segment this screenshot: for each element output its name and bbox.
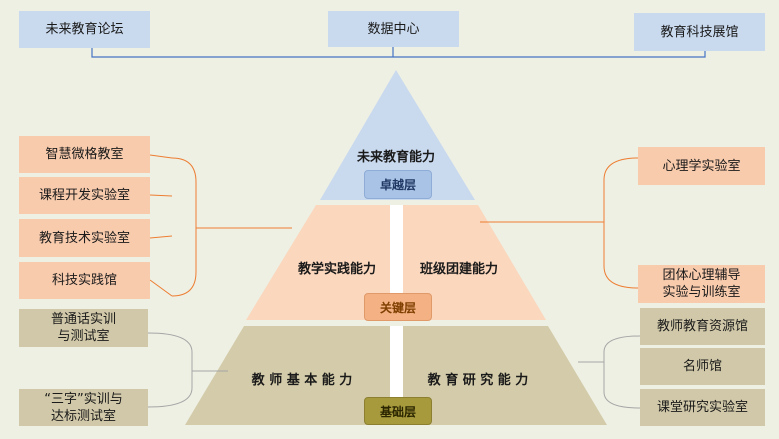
pyramid-top-layer xyxy=(320,70,475,200)
left-orange-connector xyxy=(149,154,292,297)
top-box-future-forum: 未来教育论坛 xyxy=(19,11,150,48)
right-box-group-counseling-lab: 团体心理辅导 实验与训练室 xyxy=(638,265,765,303)
pyramid-divider-middle xyxy=(390,205,403,320)
left-box-calligraphy-room: “三字”实训与 达标测试室 xyxy=(19,389,148,426)
right-orange-connector xyxy=(480,157,639,289)
right-gray-connector xyxy=(578,335,641,409)
badge-foundation-layer: 基础层 xyxy=(364,397,432,425)
left-box-micro-teaching-room: 智慧微格教室 xyxy=(19,136,150,173)
pyramid-top-title: 未来教育能力 xyxy=(356,150,435,165)
badge-excellence-layer: 卓越层 xyxy=(364,170,432,199)
top-connector xyxy=(91,47,706,58)
pyramid-middle-right-label: 班级团建能力 xyxy=(419,262,498,277)
pyramid-bottom-left-label: 教 师 基 本 能 力 xyxy=(251,373,353,388)
right-box-master-teacher-hall: 名师馆 xyxy=(640,348,765,385)
right-box-psychology-lab: 心理学实验室 xyxy=(638,147,765,185)
top-box-data-center: 数据中心 xyxy=(328,11,459,47)
left-box-curriculum-lab: 课程开发实验室 xyxy=(19,177,150,214)
left-box-edtech-lab: 教育技术实验室 xyxy=(19,219,150,257)
top-box-edtech-hall: 教育科技展馆 xyxy=(634,13,765,51)
right-box-classroom-research-lab: 课堂研究实验室 xyxy=(640,389,765,426)
pyramid-middle-left-label: 教学实践能力 xyxy=(297,262,376,277)
badge-key-layer: 关键层 xyxy=(364,293,432,321)
left-box-tech-practice-hall: 科技实践馆 xyxy=(19,262,150,299)
pyramid-bottom-right-label: 教 育 研 究 能 力 xyxy=(427,373,529,388)
left-box-mandarin-room: 普通话实训 与测试室 xyxy=(19,309,148,347)
left-gray-connector xyxy=(147,332,228,408)
right-box-teacher-resource-hall: 教师教育资源馆 xyxy=(640,308,765,345)
